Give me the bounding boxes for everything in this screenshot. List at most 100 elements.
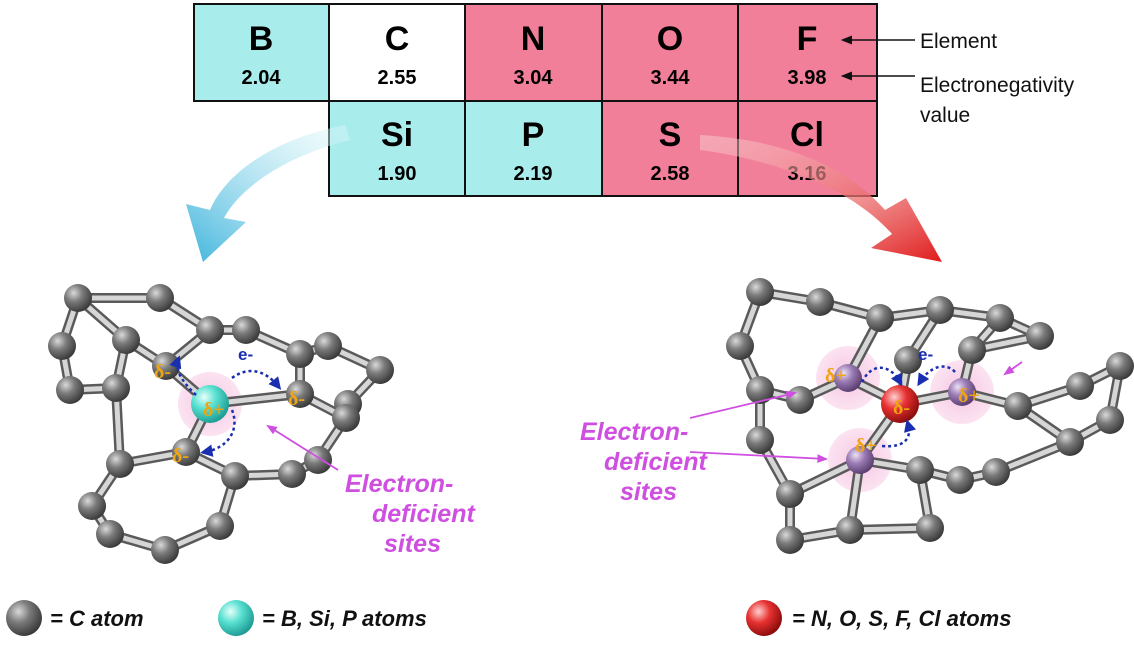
- electronegativity-table: B 2.04 C 2.55 N 3.04 O 3.44 F 3.98: [193, 3, 878, 197]
- element-en-value: 3.04: [514, 67, 554, 89]
- left-callout-pointer: [266, 424, 339, 471]
- carbon-atom: [946, 466, 974, 494]
- dopant-atom: [191, 385, 229, 423]
- element-cell-c: C 2.55: [328, 3, 466, 102]
- element-symbol: Si: [381, 116, 413, 154]
- delta-minus-label: δ-: [154, 361, 171, 383]
- red-sphere-icon: [746, 600, 782, 636]
- carbon-atom: [196, 316, 224, 344]
- low-en-arrow: [186, 125, 350, 262]
- element-cell-f: F 3.98: [737, 3, 878, 102]
- element-symbol: P: [522, 116, 545, 154]
- en-label-line2: value: [920, 104, 970, 127]
- table-row-1: B 2.04 C 2.55 N 3.04 O 3.44 F 3.98: [193, 3, 878, 102]
- right-callout-pointer: [1003, 361, 1023, 376]
- delta-plus-label: δ+: [203, 399, 225, 421]
- carbon-atom: [806, 288, 834, 316]
- left-doped-lattice: [48, 284, 394, 564]
- element-symbol: N: [521, 20, 546, 58]
- right-callout: Electron- deficient sites: [580, 418, 708, 506]
- carbon-atom: [958, 336, 986, 364]
- callout-line: deficient: [372, 500, 476, 528]
- carbon-atom: [1026, 322, 1054, 350]
- carbon-atom: [746, 426, 774, 454]
- left-callout: Electron- deficient sites: [345, 470, 476, 558]
- carbon-atom: [894, 346, 922, 374]
- element-en-value: 1.90: [378, 163, 417, 185]
- carbon-atom: [1096, 406, 1124, 434]
- neighbor-atom: [846, 446, 874, 474]
- legend-label: = B, Si, P atoms: [262, 606, 427, 631]
- carbon-atom: [982, 458, 1010, 486]
- element-symbol: Cl: [790, 116, 824, 154]
- carbon-atom: [726, 332, 754, 360]
- carbon-atom: [314, 332, 342, 360]
- right-callout-pointer: [689, 390, 798, 419]
- carbon-atom: [366, 356, 394, 384]
- legend-label: = C atom: [50, 606, 144, 631]
- element-symbol: O: [657, 20, 683, 58]
- dopant-atom: [881, 385, 919, 423]
- carbon-atom: [776, 480, 804, 508]
- carbon-atom: [146, 284, 174, 312]
- table-row-2: Si 1.90 P 2.19 S 2.58 Cl 3.16: [328, 100, 878, 197]
- carbon-atom: [746, 376, 774, 404]
- element-cell-si: Si 1.90: [328, 100, 466, 197]
- element-en-value: 2.55: [378, 67, 417, 89]
- carbon-atom: [48, 332, 76, 360]
- element-symbol: S: [659, 116, 682, 154]
- carbon-atom: [866, 304, 894, 332]
- delta-plus-label: δ+: [855, 435, 877, 457]
- neighbor-atom: [286, 380, 314, 408]
- carbon-atom: [286, 340, 314, 368]
- carbon-atom: [206, 512, 234, 540]
- callout-line: sites: [384, 530, 441, 558]
- neighbor-atom: [172, 438, 200, 466]
- carbon-atom: [221, 462, 249, 490]
- neighbor-atom: [948, 378, 976, 406]
- element-cell-n: N 3.04: [464, 3, 603, 102]
- carbon-atom: [78, 492, 106, 520]
- right-doped-lattice: [726, 278, 1134, 554]
- delta-minus-label: δ-: [288, 388, 305, 410]
- legend-item-c-atom: = C atom: [6, 600, 144, 636]
- carbon-atom: [304, 446, 332, 474]
- carbon-atom: [56, 376, 84, 404]
- element-cell-o: O 3.44: [601, 3, 739, 102]
- electron-flow-arrow: [231, 369, 282, 390]
- electron-label: e-: [238, 345, 253, 364]
- carbon-atom: [106, 450, 134, 478]
- en-label-line1: Electronegativity: [920, 74, 1075, 97]
- carbon-atom: [786, 386, 814, 414]
- delta-plus-label: δ+: [958, 385, 980, 407]
- carbon-atom: [776, 526, 804, 554]
- element-symbol: F: [797, 20, 818, 58]
- carbon-atom: [151, 536, 179, 564]
- cyan-sphere-icon: [218, 600, 254, 636]
- right-callout-pointer: [689, 451, 829, 463]
- callout-line: Electron-: [345, 470, 453, 498]
- legend-item-bsip-atoms: = B, Si, P atoms: [218, 600, 427, 636]
- carbon-atom: [232, 316, 260, 344]
- electron-flow-arrow: [881, 419, 917, 448]
- carbon-atom: [1066, 372, 1094, 400]
- carbon-atom: [64, 284, 92, 312]
- carbon-atom: [836, 516, 864, 544]
- carbon-atom: [102, 374, 130, 402]
- element-cell-b: B 2.04: [193, 3, 330, 102]
- electron-flow-arrow: [860, 366, 903, 387]
- element-en-value: 2.19: [514, 163, 553, 185]
- element-label: Element: [920, 30, 997, 53]
- element-en-value: 2.04: [242, 67, 282, 89]
- delta-plus-label: δ+: [825, 365, 847, 387]
- element-en-value: 3.44: [651, 67, 691, 89]
- callout-line: deficient: [604, 448, 708, 476]
- carbon-atom: [986, 304, 1014, 332]
- high-en-arrow: [700, 135, 942, 262]
- carbon-atom: [278, 460, 306, 488]
- element-cell-p: P 2.19: [464, 100, 603, 197]
- element-en-value: 3.98: [788, 67, 827, 89]
- carbon-atom: [1004, 392, 1032, 420]
- carbon-atom: [1056, 428, 1084, 456]
